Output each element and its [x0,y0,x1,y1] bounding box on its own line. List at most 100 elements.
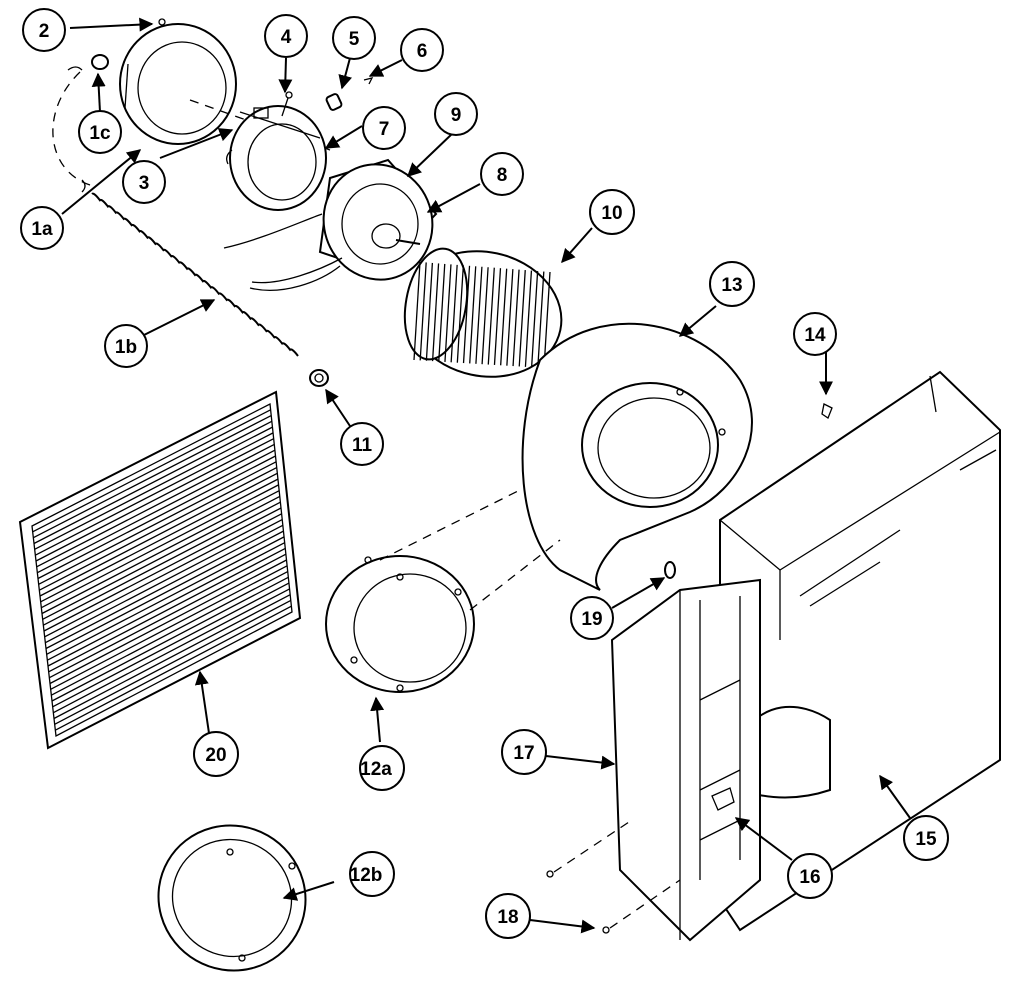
callout-10: 10 [589,189,635,235]
callout-8: 8 [480,152,524,196]
callout-label-5: 5 [349,29,360,50]
part-18-screws [546,819,681,934]
callout-label-10: 10 [601,203,622,224]
callout-label-12b: 12b [350,865,383,886]
filter-mesh-line [54,599,292,725]
part-1c-plug [67,54,109,71]
blade-line [450,264,458,363]
blade-line [481,267,489,365]
callout-5: 5 [332,16,376,60]
part-12a-inlet-ring [325,489,561,693]
filter-mesh-line [41,484,279,609]
callout-label-15: 15 [915,829,937,850]
callout-1c: 1c [78,110,122,154]
part-10-blower-wheel [403,247,563,378]
callout-label-9: 9 [451,105,462,126]
callout-label-1b: 1b [115,337,137,358]
blade-line [537,271,545,368]
blade-line [512,269,520,367]
part-14-clip [821,403,833,419]
blade-line [506,269,514,366]
blade-line [413,261,421,361]
filter-mesh-line [46,530,284,655]
part-2-housing-ring [119,18,331,151]
filter-mesh-line [44,513,282,638]
filter-mesh-line [51,576,289,702]
filter-mesh-line [47,542,285,667]
filter-mesh-line [45,524,284,650]
part-20-filter [18,390,302,750]
blade-line [469,266,477,364]
blade-line [524,270,533,367]
filter-mesh-line [45,518,283,644]
filter-mesh-line [33,414,272,539]
filter-mesh-line [39,472,278,597]
filter-mesh-line [55,605,292,731]
part-9-motor [223,158,438,291]
callout-label-8: 8 [497,165,508,186]
filter-mesh-line [34,426,273,550]
callout-3: 3 [122,160,166,204]
callout-label-18: 18 [497,907,518,928]
blade-line [431,263,440,362]
filter-mesh-line [41,490,280,615]
filter-mesh-line [39,466,278,591]
callout-17: 17 [501,729,547,775]
callout-6: 6 [400,28,444,72]
callout-label-2: 2 [39,21,50,42]
part-19-fastener [664,561,676,579]
blade-line [462,265,471,364]
filter-mesh-line [53,594,291,720]
part-1a-housing-outline [52,71,91,193]
filter-mesh-line [53,588,290,714]
filter-mesh-line [35,432,274,556]
callout-1a: 1a [20,206,64,250]
callout-label-14: 14 [804,325,826,346]
blade-line [438,263,446,362]
part-17-channel [610,578,761,942]
callout-label-11: 11 [352,435,373,456]
part-13-scroll-housing [521,322,753,591]
callout-7: 7 [362,106,406,150]
blade-line [487,267,495,365]
blade-line [456,265,464,363]
filter-mesh-line [50,565,288,690]
callout-18: 18 [485,893,531,939]
filter-mesh-line [42,495,281,620]
part-1b-spring [91,192,299,357]
callout-14: 14 [793,312,837,356]
filter-mesh-line [43,507,282,632]
callout-label-12a: 12a [360,759,392,780]
callout-15: 15 [903,815,949,861]
callout-4: 4 [264,14,308,58]
filter-mesh-line [37,449,276,574]
blade-line [518,270,526,367]
filter-mesh-line [36,443,275,568]
blade-line [475,266,483,364]
callout-16: 16 [787,853,833,899]
blade-line [444,264,452,362]
blade-line [493,268,502,365]
filter-mesh-line [51,570,289,696]
callout-label-13: 13 [721,275,742,296]
callout-19: 19 [570,596,614,640]
filter-mesh-line [49,559,287,685]
callout-label-1a: 1a [31,219,53,240]
callout-label-7: 7 [379,119,390,140]
part-15-cabinet-panel [719,370,1001,932]
blade-line [530,271,539,368]
filter-mesh-line [32,409,271,533]
callout-20: 20 [193,731,239,777]
part-16-bracket [711,787,735,811]
blade-line [543,271,551,369]
callout-2: 2 [22,8,66,52]
callout-13: 13 [709,261,755,307]
part-5-bushing [325,93,343,111]
part-7-mounting-band [226,105,327,211]
callout-label-3: 3 [139,173,150,194]
filter-mesh-line [38,461,277,585]
part-11-nut [309,369,329,387]
blade-line [500,268,508,366]
filter-mesh-line [43,501,281,626]
